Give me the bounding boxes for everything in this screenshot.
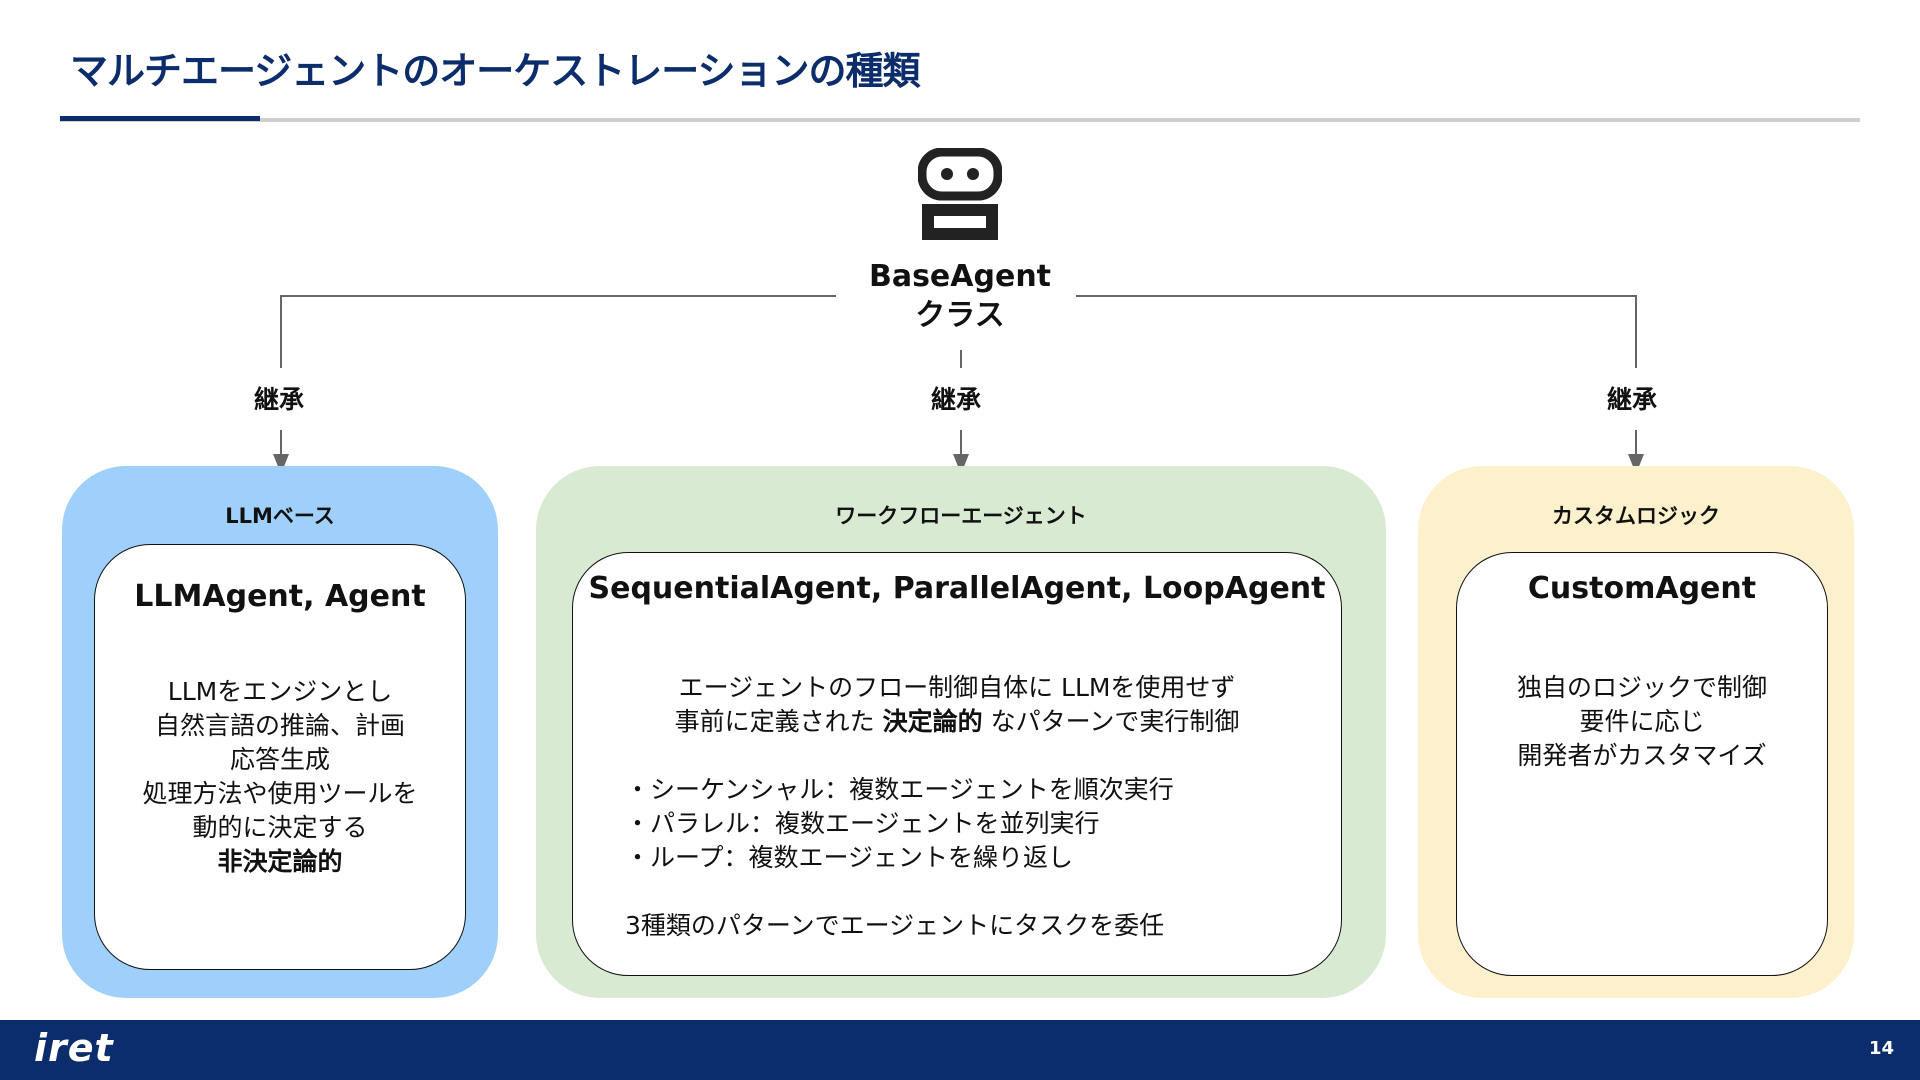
- title-divider: [60, 118, 1860, 122]
- group-workflow: ワークフローエージェント SequentialAgent, ParallelAg…: [536, 466, 1386, 998]
- card-title-workflow: SequentialAgent, ParallelAgent, LoopAgen…: [588, 571, 1326, 606]
- group-title-custom: カスタムロジック: [1552, 504, 1720, 528]
- group-title-workflow: ワークフローエージェント: [835, 504, 1087, 528]
- group-custom: カスタムロジック CustomAgent 独自のロジックで制御 要件に応じ 開発…: [1418, 466, 1854, 998]
- card-body-workflow: エージェントのフロー制御自体に LLMを使用せず 事前に定義された 決定論的 な…: [573, 671, 1341, 943]
- custom-line: 要件に応じ: [1579, 707, 1705, 736]
- llm-line: LLMをエンジンとし: [167, 677, 393, 706]
- workflow-intro-2: 事前に定義された 決定論的 なパターンで実行制御: [573, 705, 1341, 739]
- llm-line: 処理方法や使用ツールを: [142, 779, 418, 808]
- custom-line: 独自のロジックで制御: [1516, 673, 1767, 702]
- card-title-custom: CustomAgent: [1527, 571, 1757, 606]
- group-llm: LLMベース LLMAgent, Agent LLMをエンジンとし 自然言語の推…: [62, 466, 498, 998]
- llm-line: 動的に決定する: [192, 813, 368, 842]
- group-title-llm: LLMベース: [225, 504, 335, 528]
- base-agent-name: BaseAgent: [868, 259, 1052, 294]
- iret-logo: iret: [34, 1026, 114, 1070]
- connector-lines: [273, 295, 1644, 474]
- llm-line: 応答生成: [229, 745, 330, 774]
- workflow-intro-2-bold: 決定論的: [882, 707, 983, 736]
- footer-bar: iret 14: [0, 1020, 1920, 1080]
- inherit-label-llm: 継承: [253, 385, 304, 414]
- card-body-custom: 独自のロジックで制御 要件に応じ 開発者がカスタマイズ: [1457, 671, 1827, 773]
- title-accent-bar: [60, 116, 260, 121]
- base-agent-class: クラス: [915, 298, 1005, 333]
- workflow-bullet: ・パラレル：複数エージェントを並列実行: [625, 809, 1100, 838]
- workflow-summary: 3種類のパターンでエージェントにタスクを委任: [625, 911, 1165, 940]
- base-agent-label: BaseAgent クラス: [860, 257, 1060, 335]
- inherit-label-workflow: 継承: [930, 385, 981, 414]
- card-title-llm: LLMAgent, Agent: [134, 579, 426, 614]
- page-title: マルチエージェントのオーケストレーションの種類: [70, 49, 920, 93]
- workflow-intro-2-post: なパターンで実行制御: [982, 707, 1240, 736]
- card-custom: CustomAgent 独自のロジックで制御 要件に応じ 開発者がカスタマイズ: [1456, 552, 1828, 976]
- llm-emphasis: 非決定論的: [217, 847, 343, 876]
- card-workflow: SequentialAgent, ParallelAgent, LoopAgen…: [572, 552, 1342, 976]
- custom-line: 開発者がカスタマイズ: [1517, 741, 1767, 770]
- workflow-intro-1: エージェントのフロー制御自体に LLMを使用せず: [678, 673, 1236, 702]
- inherit-label-custom: 継承: [1606, 385, 1657, 414]
- workflow-bullet: ・ループ：複数エージェントを繰り返し: [625, 843, 1074, 872]
- robot-icon: [918, 148, 1002, 240]
- llm-line: 自然言語の推論、計画: [154, 711, 405, 740]
- workflow-intro-2-pre: 事前に定義された: [674, 707, 883, 736]
- card-llm: LLMAgent, Agent LLMをエンジンとし 自然言語の推論、計画 応答…: [94, 544, 466, 970]
- workflow-bullet: ・シーケンシャル：複数エージェントを順次実行: [625, 775, 1174, 804]
- page-number: 14: [1868, 1038, 1894, 1059]
- card-body-llm: LLMをエンジンとし 自然言語の推論、計画 応答生成 処理方法や使用ツールを 動…: [95, 675, 465, 879]
